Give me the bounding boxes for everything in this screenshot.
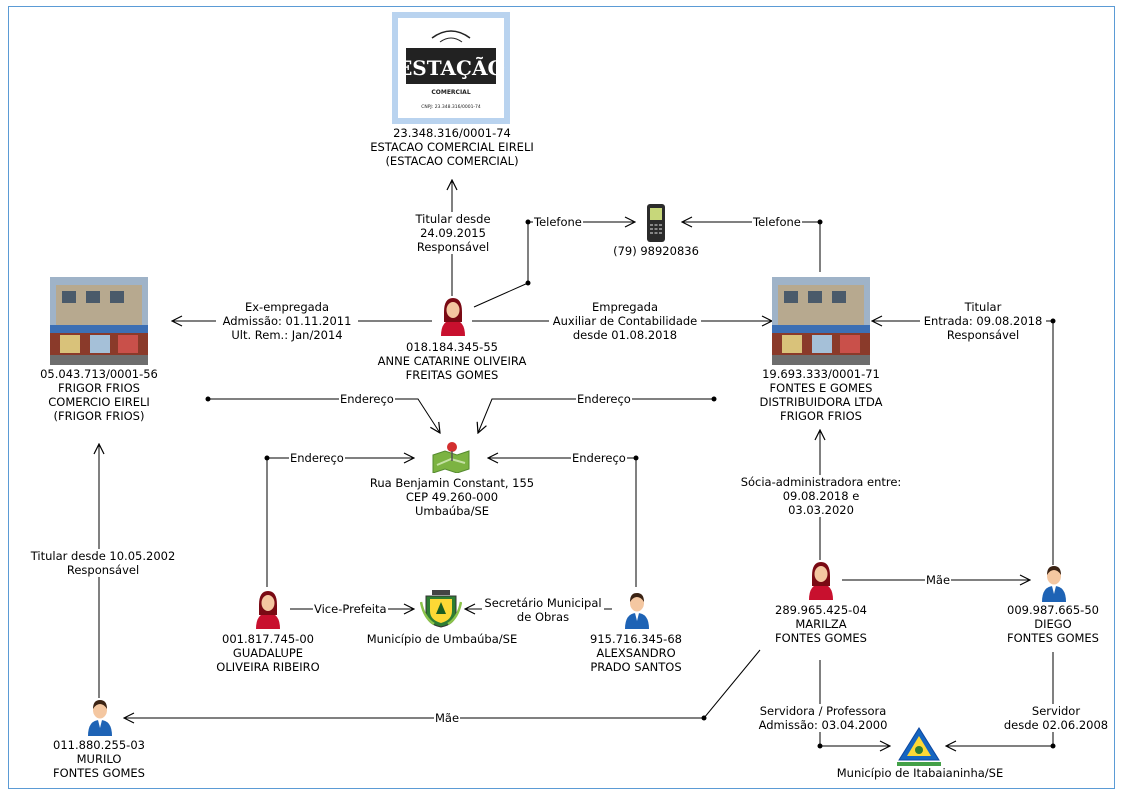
umbauba-coat-of-arms-icon bbox=[419, 588, 463, 632]
guadalupe-person-icon bbox=[253, 589, 283, 633]
logo-text: ESTAÇÃO bbox=[397, 56, 505, 80]
edge-label-vice-prefeita: Vice-Prefeita bbox=[313, 602, 388, 616]
edge-endereco-frigor bbox=[208, 398, 440, 433]
itabaianinha-coat-of-arms-icon bbox=[895, 726, 943, 770]
marilza-person-icon bbox=[806, 560, 836, 604]
logo-cnpj: CNPJ: 23.348.316/0001-74 bbox=[421, 104, 481, 110]
estacao-logo: ESTAÇÃO COMERCIAL CNPJ: 23.348.316/0001-… bbox=[392, 12, 510, 124]
edge-titular-fontes bbox=[872, 321, 1054, 565]
edge-label-mae-diego: Mãe bbox=[925, 573, 952, 587]
edge-label-mae-murilo: Mãe bbox=[434, 711, 461, 725]
diagram-frame bbox=[8, 6, 1115, 789]
edge-label-endereco-guadalupe: Endereço bbox=[289, 451, 345, 465]
murilo-person-icon bbox=[85, 696, 115, 740]
estacao-label: 23.348.316/0001-74 ESTACAO COMERCIAL EIR… bbox=[370, 126, 534, 168]
edge-label-telefone-left: Telefone bbox=[533, 215, 583, 229]
edge-label-endereco-alexsandro: Endereço bbox=[571, 451, 627, 465]
edge-servidora bbox=[819, 660, 890, 746]
edge-endereco-fontes bbox=[478, 398, 714, 433]
fontes-store-photo bbox=[772, 277, 870, 365]
map-pin-icon bbox=[431, 441, 471, 477]
phone-icon bbox=[645, 203, 667, 247]
edge-label-telefone-right: Telefone bbox=[752, 215, 802, 229]
phone-number: (79) 98920836 bbox=[613, 244, 699, 258]
itabaianinha-label: Município de Itabaianinha/SE bbox=[836, 766, 1004, 780]
anne-person-icon bbox=[438, 296, 468, 340]
alexsandro-person-icon bbox=[622, 589, 652, 633]
umbauba-label: Município de Umbaúba/SE bbox=[366, 632, 518, 646]
edge-label-endereco-fontes: Endereço bbox=[576, 392, 632, 406]
diego-person-icon bbox=[1039, 562, 1069, 606]
frigor-store-photo bbox=[50, 277, 148, 365]
logo-subtitle: COMERCIAL bbox=[431, 89, 470, 96]
edge-label-endereco-frigor: Endereço bbox=[339, 392, 395, 406]
